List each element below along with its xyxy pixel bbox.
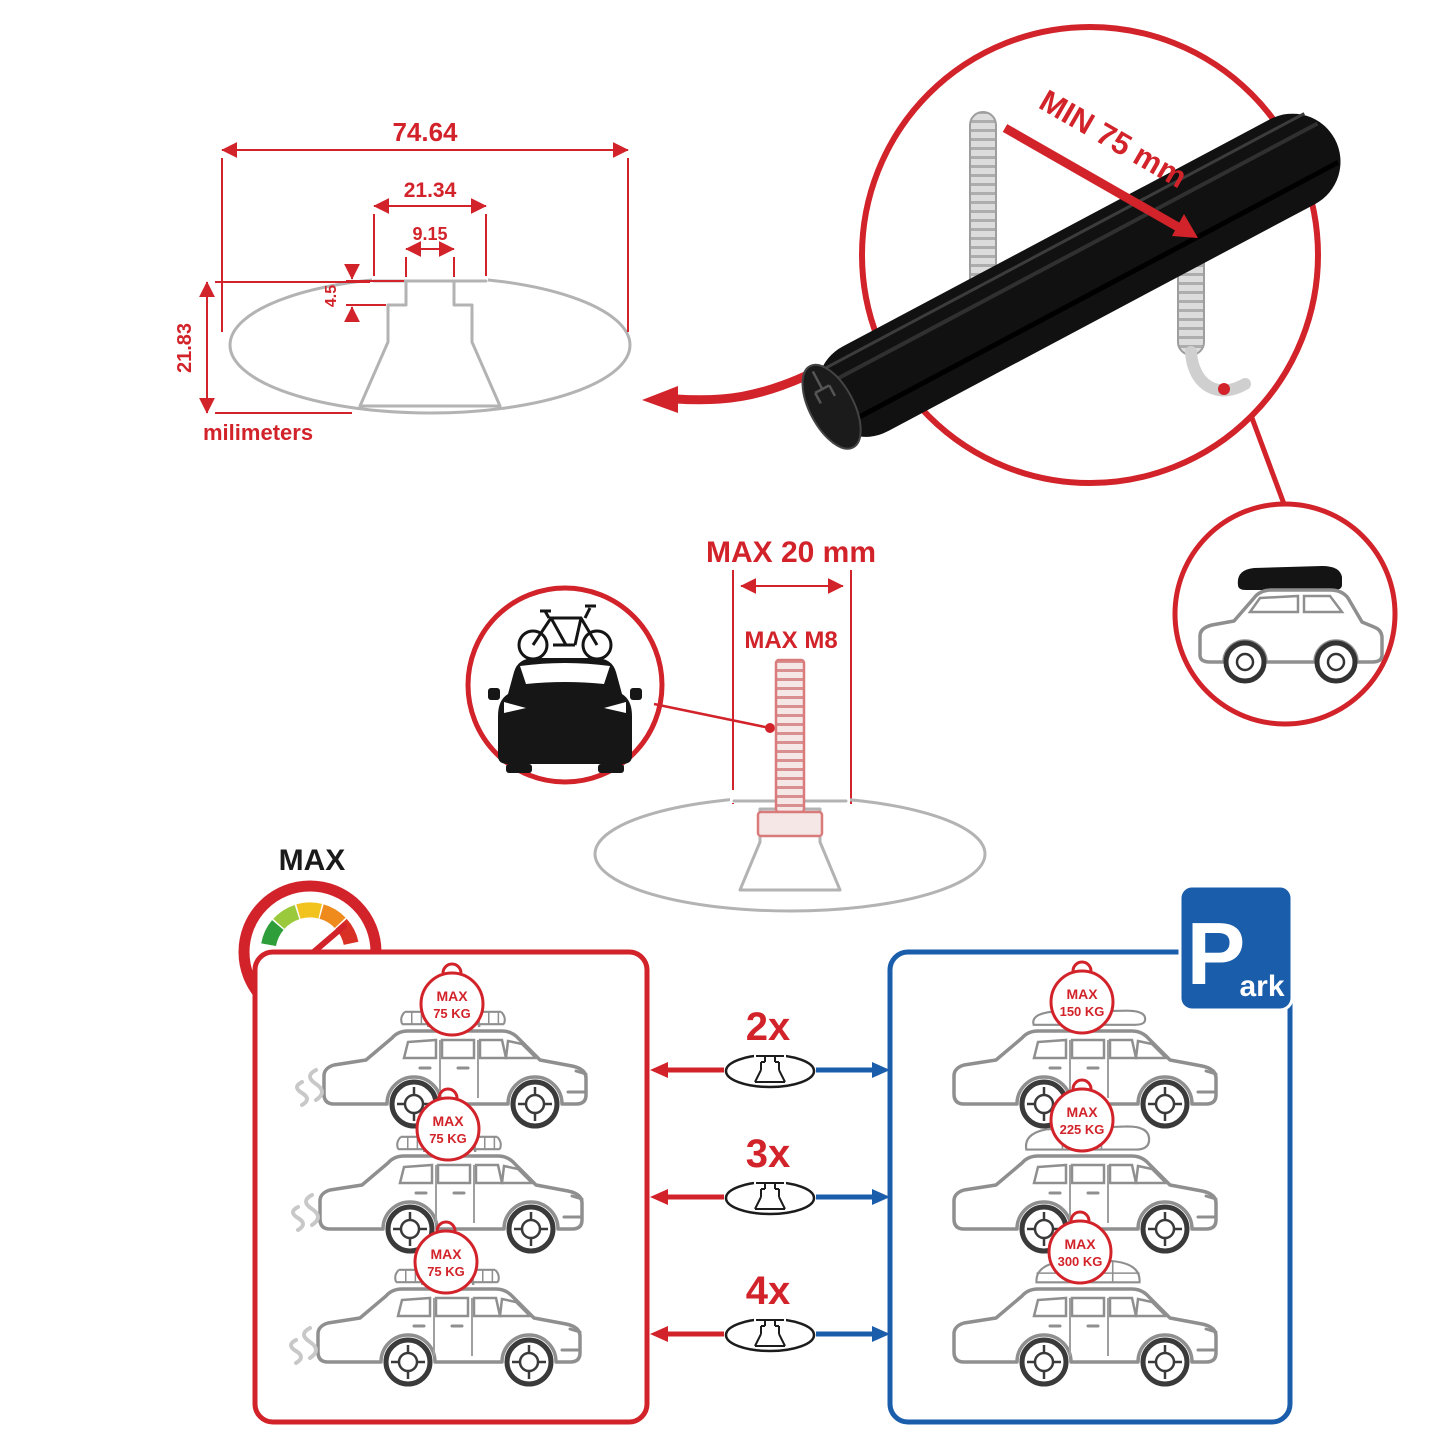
dim-label-slot-inner: 9.15 bbox=[412, 224, 447, 244]
weight-badge-right-3: MAX 300 KG bbox=[1047, 1210, 1113, 1285]
dim-label-lip-depth: 4.5 bbox=[323, 285, 340, 307]
load-panels: P ark MAX 75 KG MAX 75 KG bbox=[252, 884, 1294, 1425]
weight-badge-left-3: MAX 75 KG bbox=[413, 1220, 479, 1295]
suv-roofbox-circle bbox=[1172, 501, 1398, 727]
svg-text:MAX: MAX bbox=[1066, 986, 1098, 1002]
weight-badge-left-1: MAX 75 KG bbox=[419, 962, 485, 1037]
profile-t-slot-channel bbox=[358, 279, 502, 408]
svg-text:MAX: MAX bbox=[430, 1246, 462, 1262]
svg-text:75 KG: 75 KG bbox=[427, 1264, 465, 1279]
min-clamp-label: MIN 75 mm bbox=[1034, 83, 1193, 195]
dimension-drawing: 74.64 21.34 9.15 4.5 21.83 milimeters bbox=[174, 117, 632, 445]
weight-badge-right-1: MAX 150 KG bbox=[1049, 960, 1115, 1035]
units-label: milimeters bbox=[203, 420, 313, 445]
bar-to-drawing-arrow bbox=[642, 367, 819, 413]
crossbar-detail: MIN 75 mm bbox=[801, 24, 1341, 486]
bolt-t-nut bbox=[756, 810, 824, 838]
bar-profile-icon bbox=[724, 1314, 816, 1353]
count-label: 4x bbox=[746, 1269, 791, 1313]
parking-sign: P ark bbox=[1178, 884, 1294, 1012]
profile-ellipse-outline bbox=[228, 275, 632, 415]
parking-suffix: ark bbox=[1239, 970, 1284, 1003]
svg-text:MAX: MAX bbox=[1066, 1104, 1098, 1120]
svg-text:75 KG: 75 KG bbox=[429, 1131, 467, 1146]
bolt-leader-line bbox=[653, 702, 771, 730]
u-bolt-bend bbox=[1185, 346, 1251, 397]
dim-label-total-height: 21.83 bbox=[174, 323, 196, 373]
detail-circle bbox=[859, 24, 1321, 486]
bolt-thread bbox=[774, 658, 806, 814]
circle-connector-line bbox=[1249, 417, 1287, 505]
count-label: 3x bbox=[746, 1132, 791, 1176]
multiplier-row-1: 2x bbox=[650, 1005, 890, 1089]
svg-text:75 KG: 75 KG bbox=[433, 1006, 471, 1021]
car-front-icon bbox=[488, 658, 642, 773]
svg-text:MAX: MAX bbox=[1064, 1236, 1096, 1252]
u-bolt-rod-left bbox=[969, 111, 997, 293]
svg-text:225 KG: 225 KG bbox=[1060, 1122, 1105, 1137]
bolt-detail: MAX 20 mm MAX M8 bbox=[465, 536, 987, 913]
max-thread-label: MAX M8 bbox=[744, 627, 837, 654]
svg-text:MAX: MAX bbox=[436, 988, 468, 1004]
weight-badge-left-2: MAX 75 KG bbox=[415, 1087, 481, 1162]
svg-text:300 KG: 300 KG bbox=[1058, 1254, 1103, 1269]
svg-text:MAX: MAX bbox=[432, 1113, 464, 1129]
bar-profile-icon bbox=[724, 1050, 816, 1089]
speed-heading: MAX bbox=[279, 844, 346, 877]
multiplier-row-2: 3x bbox=[650, 1132, 890, 1216]
min-clamp-arrow bbox=[1002, 124, 1188, 235]
crossbar-3d bbox=[801, 112, 1341, 450]
attachment-point-dot bbox=[1218, 383, 1230, 395]
count-label: 2x bbox=[746, 1005, 791, 1049]
max-length-label: MAX 20 mm bbox=[706, 536, 876, 569]
roof-box-icon bbox=[1237, 566, 1342, 590]
weight-badge-right-2: MAX 225 KG bbox=[1049, 1078, 1115, 1153]
bar-profile-icon bbox=[724, 1177, 816, 1216]
dim-label-slot-outer: 21.34 bbox=[404, 179, 457, 202]
dim-label-total-width: 74.64 bbox=[392, 117, 458, 147]
svg-text:150 KG: 150 KG bbox=[1060, 1004, 1105, 1019]
parking-letter: P bbox=[1187, 904, 1246, 1003]
multiplier-row-3: 4x bbox=[650, 1269, 890, 1353]
